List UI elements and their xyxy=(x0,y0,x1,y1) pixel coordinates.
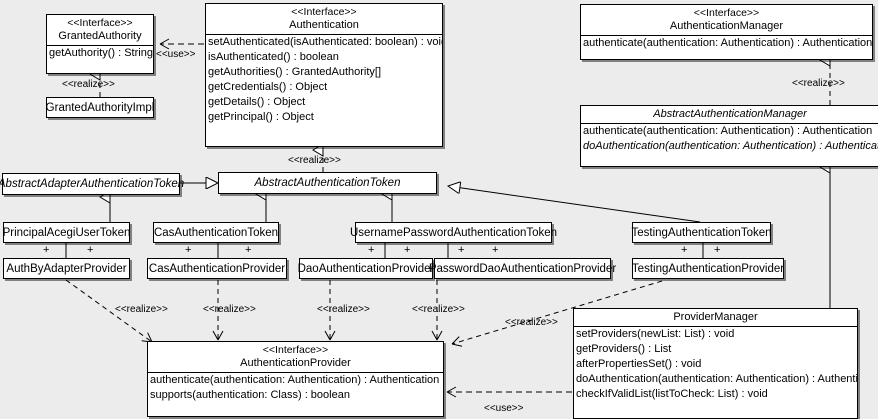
class-cas-authentication-provider[interactable]: CasAuthenticationProvider xyxy=(147,258,287,279)
class-name: GrantedAuthority xyxy=(58,30,142,42)
class-username-password-authentication-token[interactable]: UsernamePasswordAuthenticationToken xyxy=(350,222,557,243)
class-name: GrantedAuthorityImpl xyxy=(45,101,155,114)
edge-label-realize-abstract-authentication-manager: <<realize>> xyxy=(792,78,845,89)
operation: getDetails() : Object xyxy=(208,96,306,108)
operation: getProviders() : List xyxy=(576,343,672,355)
class-name: AuthenticationProvider xyxy=(240,357,351,369)
operation: getCredentials() : Object xyxy=(208,81,328,93)
multiplicity-marker: + xyxy=(368,244,375,256)
operation: supports(authentication: Class) : boolea… xyxy=(150,389,350,401)
multiplicity-marker: + xyxy=(43,244,50,256)
divider xyxy=(206,34,442,35)
operation: getPrincipal() : Object xyxy=(208,111,314,123)
edge-label-realize-testing-authentication-provider: <<realize>> xyxy=(505,317,558,328)
operation: getAuthority() : String xyxy=(49,47,153,59)
class-abstract-authentication-token[interactable]: AbstractAuthenticationToken xyxy=(218,172,437,194)
operations-compartment: authenticate(authentication: Authenticat… xyxy=(148,373,443,403)
class-authentication-provider[interactable]: <<Interface>> AuthenticationProvider aut… xyxy=(147,341,444,417)
class-authentication-manager[interactable]: <<Interface>> AuthenticationManager auth… xyxy=(580,4,873,60)
stereotype: <<Interface>> xyxy=(67,17,133,29)
operation: authenticate(authentication: Authenticat… xyxy=(583,37,872,49)
class-authentication[interactable]: <<Interface>> Authentication setAuthenti… xyxy=(205,3,443,147)
multiplicity-marker: + xyxy=(87,244,94,256)
multiplicity-marker: + xyxy=(458,244,465,256)
operation: doAuthentication(authentication: Authent… xyxy=(576,373,857,385)
class-principal-acegi-user-token[interactable]: PrincipalAcegiUserToken xyxy=(3,222,130,243)
stereotype: <<Interface>> xyxy=(693,7,760,19)
class-name: PrincipalAcegiUserToken xyxy=(2,226,131,239)
operations-compartment: authenticate(authentication: Authenticat… xyxy=(581,124,878,154)
class-password-dao-authentication-provider[interactable]: PasswordDaoAuthenticationProvider xyxy=(429,258,616,279)
operation: afterPropertiesSet() : void xyxy=(576,358,702,370)
class-name: AuthenticationManager xyxy=(669,20,784,32)
class-name: TestingAuthenticationProvider xyxy=(631,262,785,275)
edge-label-realize-auth-by-adapter-provider: <<realize>> xyxy=(115,304,168,315)
class-name: AbstractAuthenticationToken xyxy=(254,177,401,189)
divider xyxy=(581,35,872,36)
operation: setProviders(newList: List) : void xyxy=(576,328,735,340)
class-header: <<Interface>> AuthenticationManager xyxy=(581,5,872,35)
edge-label-realize-password-dao-authentication-provider: <<realize>> xyxy=(412,304,465,315)
class-granted-authority[interactable]: <<Interface>> GrantedAuthority getAuthor… xyxy=(46,14,154,74)
edge-label-realize-dao-authentication-provider: <<realize>> xyxy=(317,304,370,315)
divider xyxy=(574,326,857,327)
operation: authenticate(authentication: Authenticat… xyxy=(150,374,440,386)
multiplicity-marker: + xyxy=(185,244,192,256)
divider xyxy=(581,123,878,124)
class-dao-authentication-provider[interactable]: DaoAuthenticationProvider xyxy=(297,258,435,279)
class-name: Authentication xyxy=(289,19,359,31)
operation: getAuthorities() : GrantedAuthority[] xyxy=(208,66,382,78)
class-provider-manager[interactable]: ProviderManager setProviders(newList: Li… xyxy=(573,308,858,419)
class-name: PasswordDaoAuthenticationProvider xyxy=(428,262,617,275)
operation: isAuthenticated() : boolean xyxy=(208,51,339,63)
multiplicity-marker: + xyxy=(714,244,721,256)
class-name: UsernamePasswordAuthenticationToken xyxy=(349,226,558,239)
operation: setAuthenticated(isAuthenticated: boolea… xyxy=(208,36,442,48)
multiplicity-marker: + xyxy=(245,244,252,256)
class-name: AbstractAdapterAuthenticationToken xyxy=(0,178,185,190)
edge-label-use-granted-authority: <<use>> xyxy=(156,49,196,60)
class-name: AuthByAdapterProvider xyxy=(6,262,127,275)
class-header: <<Interface>> AuthenticationProvider xyxy=(148,342,443,372)
stereotype: <<Interface>> xyxy=(262,344,329,356)
class-name: CasAuthenticationProvider xyxy=(148,262,286,275)
edge-label-realize-granted-authority-impl: <<realize>> xyxy=(62,79,115,90)
class-granted-authority-impl[interactable]: GrantedAuthorityImpl xyxy=(46,97,154,118)
class-header: ProviderManager xyxy=(574,309,857,326)
class-header: AbstractAuthenticationManager xyxy=(581,106,878,123)
operations-compartment: setProviders(newList: List) : void getPr… xyxy=(574,327,857,402)
stereotype: <<Interface>> xyxy=(291,6,357,18)
class-abstract-authentication-manager[interactable]: AbstractAuthenticationManager authentica… xyxy=(580,105,878,167)
class-auth-by-adapter-provider[interactable]: AuthByAdapterProvider xyxy=(3,258,130,279)
class-name: TestingAuthenticationToken xyxy=(631,226,772,239)
edge-label-use-provider-manager: <<use>> xyxy=(484,403,524,414)
multiplicity-marker: + xyxy=(492,244,499,256)
operation: checkIfValidList(listToCheck: List) : vo… xyxy=(576,388,768,400)
class-testing-authentication-token[interactable]: TestingAuthenticationToken xyxy=(631,222,772,243)
class-testing-authentication-provider[interactable]: TestingAuthenticationProvider xyxy=(632,258,784,279)
divider xyxy=(47,45,153,46)
class-abstract-adapter-authentication-token[interactable]: AbstractAdapterAuthenticationToken xyxy=(0,173,184,195)
multiplicity-marker: + xyxy=(681,244,688,256)
multiplicity-marker: + xyxy=(404,244,411,256)
class-name: DaoAuthenticationProvider xyxy=(297,262,435,275)
divider xyxy=(148,372,443,373)
edge-label-realize-cas-authentication-provider: <<realize>> xyxy=(203,304,256,315)
class-header: <<Interface>> Authentication xyxy=(206,4,442,34)
class-name: CasAuthenticationToken xyxy=(153,226,279,239)
operations-compartment: authenticate(authentication: Authenticat… xyxy=(581,36,872,51)
edge-label-realize-abstract-authentication-token: <<realize>> xyxy=(288,155,341,166)
class-cas-authentication-token[interactable]: CasAuthenticationToken xyxy=(153,222,279,243)
class-name: ProviderManager xyxy=(673,311,758,323)
operation: doAuthentication(authentication: Authent… xyxy=(583,140,878,152)
class-name: AbstractAuthenticationManager xyxy=(653,108,807,120)
operations-compartment: getAuthority() : String xyxy=(47,46,153,61)
class-header: <<Interface>> GrantedAuthority xyxy=(47,15,153,45)
operations-compartment: setAuthenticated(isAuthenticated: boolea… xyxy=(206,35,442,125)
operation: authenticate(authentication: Authenticat… xyxy=(583,125,873,137)
